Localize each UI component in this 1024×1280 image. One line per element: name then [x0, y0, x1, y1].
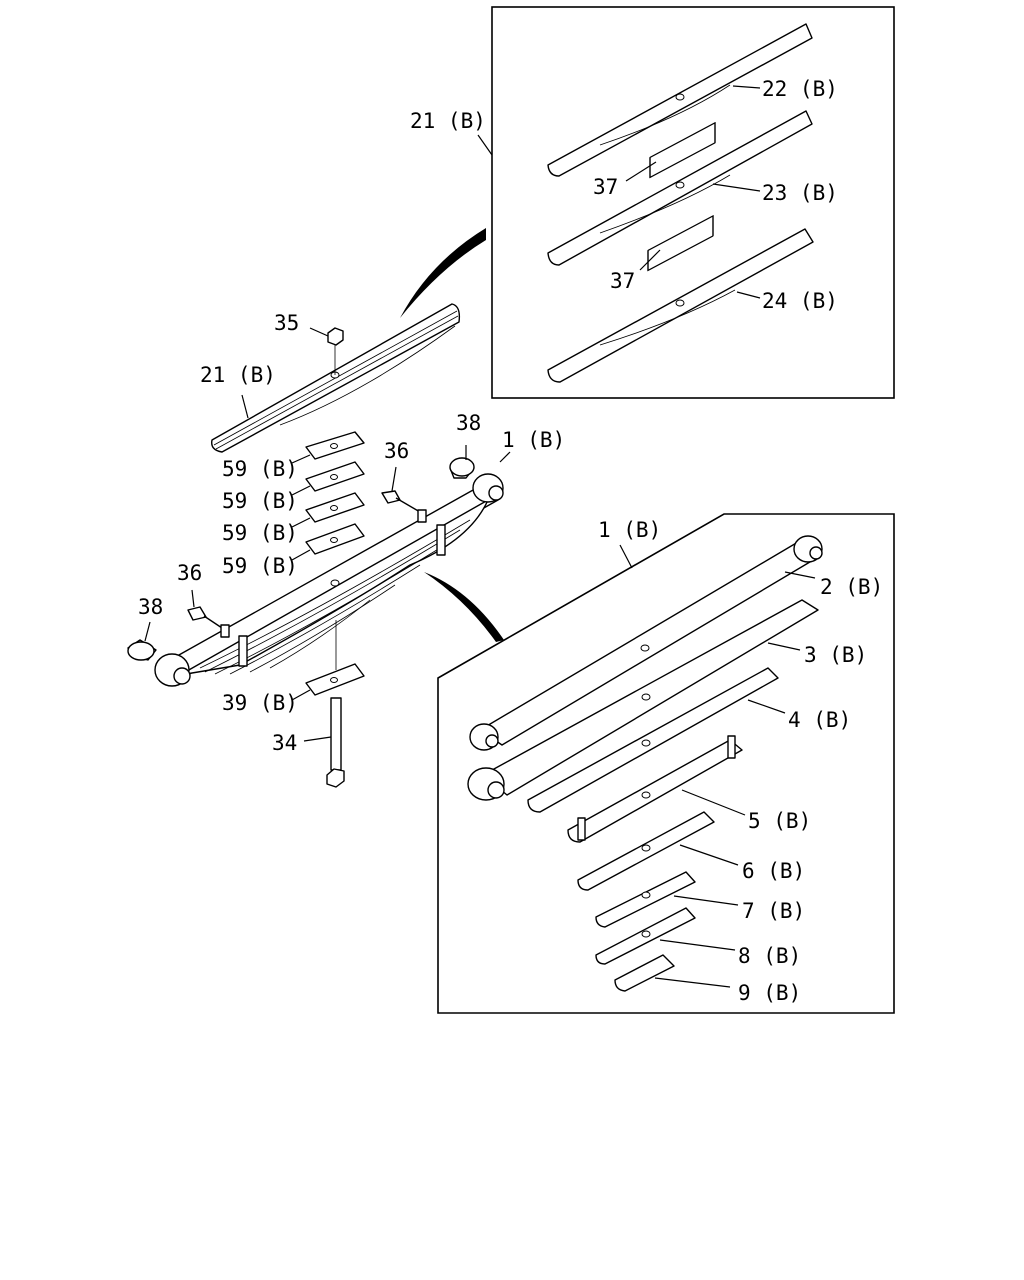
main-leaf-7 [595, 871, 696, 928]
label-21b-box: 21 (B) [410, 109, 486, 133]
label-59b-2: 59 (B) [222, 489, 298, 513]
callout-wedge-upper [400, 228, 486, 318]
label-39b: 39 (B) [222, 691, 298, 715]
helper-spring-detail-box [491, 6, 895, 399]
helper-leaf-24 [547, 228, 814, 383]
label-21b: 21 (B) [200, 363, 276, 387]
bolt-36-left [187, 606, 230, 638]
label-59b-1: 59 (B) [222, 457, 298, 481]
label-36-left: 36 [177, 561, 202, 585]
helper-spring-assembly [211, 303, 461, 453]
label-7b: 7 (B) [742, 899, 805, 923]
bolt-36-right [381, 490, 427, 523]
label-3b: 3 (B) [804, 643, 867, 667]
label-36-right: 36 [384, 439, 409, 463]
pad-37-upper [649, 122, 716, 179]
main-leaf-spring-assembly [154, 473, 504, 687]
main-leaf-3 [467, 599, 819, 801]
bushing-38-left [127, 639, 157, 661]
spacer-plate-59-3 [305, 492, 365, 523]
label-8b: 8 (B) [738, 944, 801, 968]
plate-39 [305, 663, 365, 696]
label-1b-box: 1 (B) [598, 518, 661, 542]
label-35: 35 [274, 311, 299, 335]
main-leaf-4 [527, 667, 779, 813]
label-2b: 2 (B) [820, 575, 883, 599]
spacer-plate-59-2 [305, 461, 365, 492]
main-leaf-6 [577, 811, 715, 891]
label-23b: 23 (B) [762, 181, 838, 205]
spacer-plate-59-4 [305, 523, 365, 555]
label-38-right: 38 [456, 411, 481, 435]
label-9b: 9 (B) [738, 981, 801, 1005]
main-leaf-8 [595, 907, 696, 965]
main-leaf-9 [614, 954, 675, 992]
main-leaf-2 [469, 535, 823, 751]
label-24b: 24 (B) [762, 289, 838, 313]
callout-wedge-lower [424, 572, 504, 642]
label-22b: 22 (B) [762, 77, 838, 101]
label-6b: 6 (B) [742, 859, 805, 883]
main-leaf-5 [567, 735, 743, 843]
helper-leaf-22 [547, 23, 813, 177]
pad-37-lower [647, 215, 714, 272]
spacer-plate-59-1 [305, 431, 365, 460]
label-37-upper: 37 [593, 175, 618, 199]
bolt-34 [326, 697, 345, 788]
label-34: 34 [272, 731, 297, 755]
label-38-left: 38 [138, 595, 163, 619]
helper-leaf-23 [547, 110, 813, 266]
bushing-38-right [449, 457, 475, 479]
label-1b: 1 (B) [502, 428, 565, 452]
label-5b: 5 (B) [748, 809, 811, 833]
label-4b: 4 (B) [788, 708, 851, 732]
label-37-lower: 37 [610, 269, 635, 293]
label-59b-4: 59 (B) [222, 554, 298, 578]
label-59b-3: 59 (B) [222, 521, 298, 545]
nut-35 [327, 327, 344, 375]
main-spring-detail-box [437, 513, 895, 1014]
